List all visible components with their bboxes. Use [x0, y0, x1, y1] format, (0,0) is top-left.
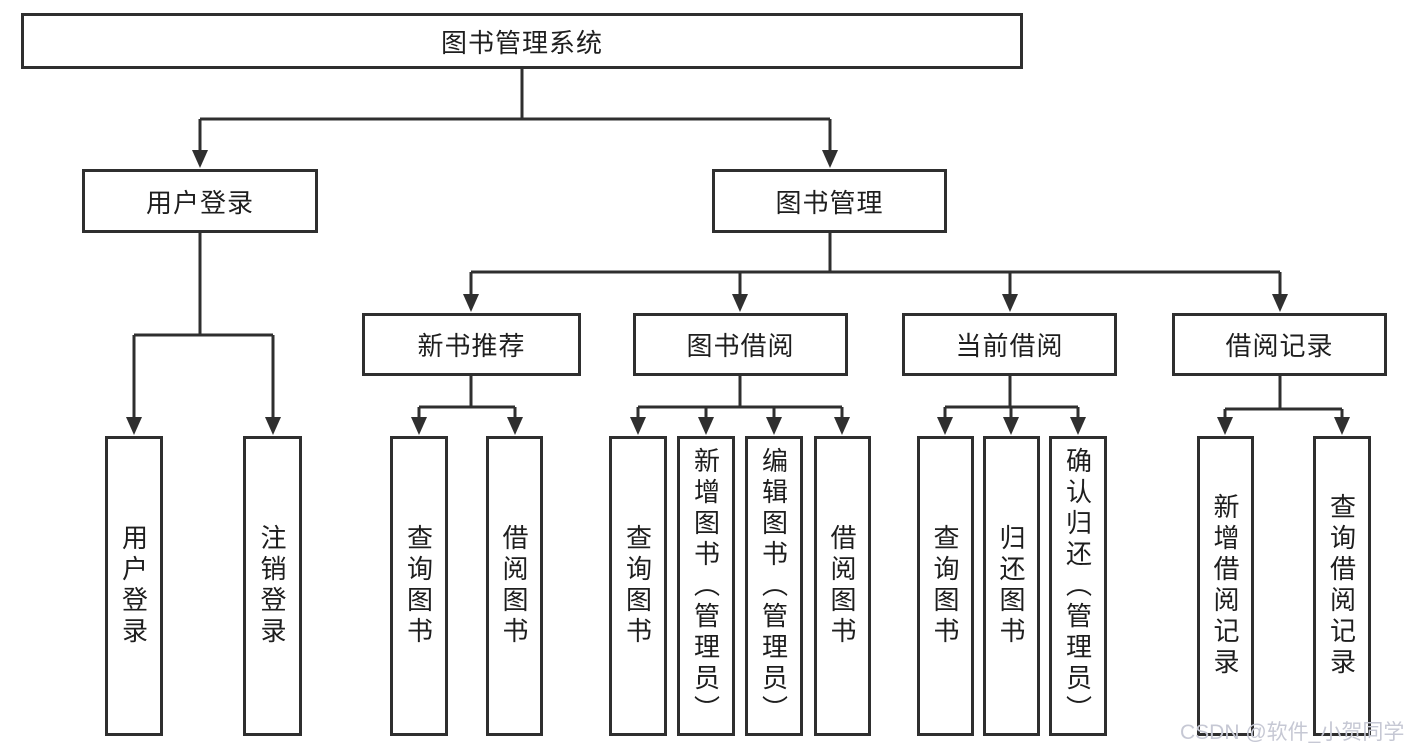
leaf-logout-label: 注销登录 [257, 524, 287, 648]
leaf-user-login-label: 用户登录 [118, 524, 149, 648]
leaf-add-book-admin-label: 新增图书（管理员） [690, 446, 721, 726]
node-book-management: 图书管理 [712, 169, 947, 233]
leaf-confirm-return-admin: 确认归还（管理员） [1049, 436, 1107, 736]
leaf-confirm-return-admin-label: 确认归还（管理员） [1062, 446, 1093, 726]
leaf-query-books-recommend-label: 查询图书 [403, 524, 434, 648]
leaf-borrow-books-borrowing: 借阅图书 [814, 436, 871, 736]
leaf-borrow-books-recommend: 借阅图书 [486, 436, 543, 736]
leaf-user-login: 用户登录 [105, 436, 163, 736]
leaf-return-books-label: 归还图书 [996, 524, 1026, 648]
leaf-return-books: 归还图书 [983, 436, 1040, 736]
node-new-book-recommend: 新书推荐 [362, 313, 581, 376]
leaf-query-books-current-label: 查询图书 [930, 524, 960, 648]
node-borrow-records: 借阅记录 [1172, 313, 1387, 376]
node-current-borrowing: 当前借阅 [902, 313, 1117, 376]
leaf-query-borrow-record-label: 查询借阅记录 [1326, 493, 1357, 679]
leaf-query-books-recommend: 查询图书 [390, 436, 448, 736]
leaf-borrow-books-recommend-label: 借阅图书 [499, 524, 529, 648]
csdn-watermark: CSDN @软件_小贺同学 [1180, 721, 1405, 744]
leaf-borrow-books-borrowing-label: 借阅图书 [827, 524, 857, 648]
node-book-borrowing: 图书借阅 [633, 313, 848, 376]
leaf-edit-book-admin-label: 编辑图书（管理员） [758, 446, 789, 726]
leaf-add-borrow-record-label: 新增借阅记录 [1210, 493, 1240, 679]
leaf-add-book-admin: 新增图书（管理员） [677, 436, 735, 736]
leaf-query-books-borrowing-label: 查询图书 [622, 524, 653, 648]
leaf-logout: 注销登录 [243, 436, 302, 736]
node-user-login: 用户登录 [82, 169, 318, 233]
leaf-query-borrow-record: 查询借阅记录 [1313, 436, 1371, 736]
leaf-query-books-borrowing: 查询图书 [609, 436, 667, 736]
node-library-system: 图书管理系统 [21, 13, 1023, 69]
leaf-add-borrow-record: 新增借阅记录 [1197, 436, 1254, 736]
leaf-edit-book-admin: 编辑图书（管理员） [745, 436, 803, 736]
arrowhead-icons [126, 150, 1350, 435]
leaf-query-books-current: 查询图书 [917, 436, 974, 736]
